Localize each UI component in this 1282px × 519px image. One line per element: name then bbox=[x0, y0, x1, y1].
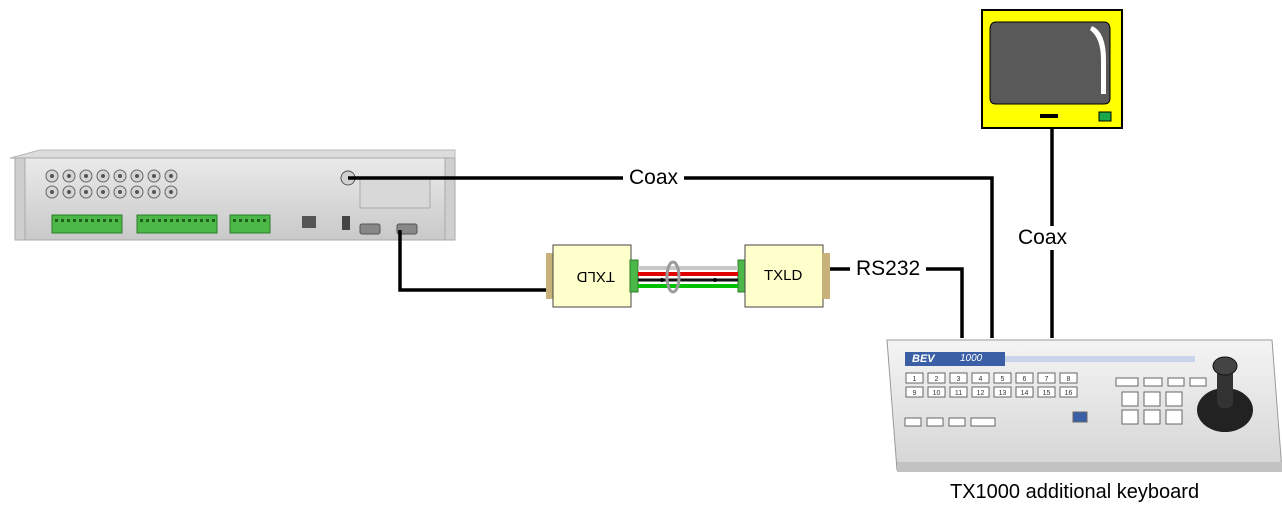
keyboard-brand-strip bbox=[905, 352, 1005, 366]
bnc-connector bbox=[147, 185, 161, 199]
keyboard-brand: BEV bbox=[912, 353, 935, 365]
serial-port bbox=[396, 223, 418, 235]
keypad-key-label: 3 bbox=[957, 376, 961, 383]
keypad-key-6[interactable]: 6 bbox=[1015, 372, 1034, 384]
keypad-key-4[interactable]: 4 bbox=[971, 372, 990, 384]
keypad-key-8[interactable]: 8 bbox=[1059, 372, 1078, 384]
bnc-connector bbox=[113, 169, 127, 183]
keypad-key-label: 2 bbox=[935, 376, 939, 383]
keypad-row: 9 10 11 12 13 14 15 16 bbox=[905, 386, 1078, 398]
coax-cable-top bbox=[348, 176, 994, 338]
network-port bbox=[302, 216, 316, 228]
bnc-connector bbox=[45, 185, 59, 199]
keypad-key-label: 1 bbox=[913, 376, 917, 383]
coax-top-label: Coax bbox=[623, 166, 685, 190]
keypad-key-label: 16 bbox=[1065, 390, 1073, 397]
keypad-key-1[interactable]: 1 bbox=[905, 372, 924, 384]
keypad-key-label: 11 bbox=[955, 390, 962, 397]
bnc-connector bbox=[62, 169, 76, 183]
keypad-key-15[interactable]: 15 bbox=[1037, 386, 1056, 398]
keypad-key-2[interactable]: 2 bbox=[927, 372, 946, 384]
terminal-block bbox=[136, 214, 218, 234]
bnc-connector-array bbox=[45, 169, 178, 199]
joystick bbox=[1197, 356, 1253, 432]
rs232-label: RS232 bbox=[850, 257, 927, 281]
keyboard-model: 1000 bbox=[960, 353, 983, 364]
keypad-key-label: 9 bbox=[913, 390, 917, 397]
keypad-key-10[interactable]: 10 bbox=[927, 386, 946, 398]
bnc-connector bbox=[79, 169, 93, 183]
keypad-key-label: 8 bbox=[1067, 376, 1071, 383]
keypad-key-label: 7 bbox=[1045, 376, 1049, 383]
twisted-pair-wire bbox=[638, 260, 738, 294]
keypad-key-11[interactable]: 11 bbox=[949, 386, 968, 398]
bnc-connector bbox=[62, 185, 76, 199]
bnc-connector bbox=[130, 169, 144, 183]
txld-right-box bbox=[737, 244, 830, 308]
crt-monitor bbox=[981, 9, 1123, 129]
bnc-connector bbox=[164, 169, 178, 183]
keypad-key-label: 15 bbox=[1043, 390, 1051, 397]
keypad-key-label: 6 bbox=[1023, 376, 1027, 383]
keypad-key-13[interactable]: 13 bbox=[993, 386, 1012, 398]
bnc-connector bbox=[113, 185, 127, 199]
rs232-cable-dvr bbox=[398, 230, 548, 292]
function-key-group bbox=[904, 377, 1207, 427]
terminal-block bbox=[229, 214, 271, 234]
keypad-key-3[interactable]: 3 bbox=[949, 372, 968, 384]
dvr-rack-unit bbox=[9, 149, 456, 241]
keypad-key-label: 13 bbox=[999, 390, 1007, 397]
keypad-key-label: 14 bbox=[1021, 390, 1029, 397]
serial-port bbox=[359, 223, 381, 235]
txld-left-box bbox=[546, 244, 639, 308]
terminal-block bbox=[51, 214, 123, 234]
coax-monitor-label: Coax bbox=[1012, 226, 1074, 250]
bnc-connector bbox=[96, 169, 110, 183]
txld-right-label: TXLD bbox=[764, 267, 803, 284]
bnc-connector bbox=[130, 185, 144, 199]
switch bbox=[342, 216, 350, 230]
keypad-key-label: 4 bbox=[979, 376, 983, 383]
keypad-key-label: 12 bbox=[977, 390, 985, 397]
keypad-key-9[interactable]: 9 bbox=[905, 386, 924, 398]
label-plate bbox=[359, 177, 431, 209]
keyboard-caption: TX1000 additional keyboard bbox=[944, 480, 1206, 504]
keypad-key-14[interactable]: 14 bbox=[1015, 386, 1034, 398]
keypad-row: 1 2 3 4 5 6 7 8 bbox=[905, 372, 1078, 384]
txld-left-label: TXLD bbox=[576, 268, 615, 285]
keypad-key-7[interactable]: 7 bbox=[1037, 372, 1056, 384]
keypad-key-label: 5 bbox=[1001, 376, 1005, 383]
terminal-block-array bbox=[51, 214, 271, 234]
bnc-connector bbox=[45, 169, 59, 183]
keypad-key-12[interactable]: 12 bbox=[971, 386, 990, 398]
bnc-connector bbox=[96, 185, 110, 199]
keypad-key-16[interactable]: 16 bbox=[1059, 386, 1078, 398]
bnc-connector bbox=[79, 185, 93, 199]
bnc-connector bbox=[164, 185, 178, 199]
bnc-connector bbox=[147, 169, 161, 183]
keypad-key-5[interactable]: 5 bbox=[993, 372, 1012, 384]
keypad-key-label: 10 bbox=[933, 390, 941, 397]
